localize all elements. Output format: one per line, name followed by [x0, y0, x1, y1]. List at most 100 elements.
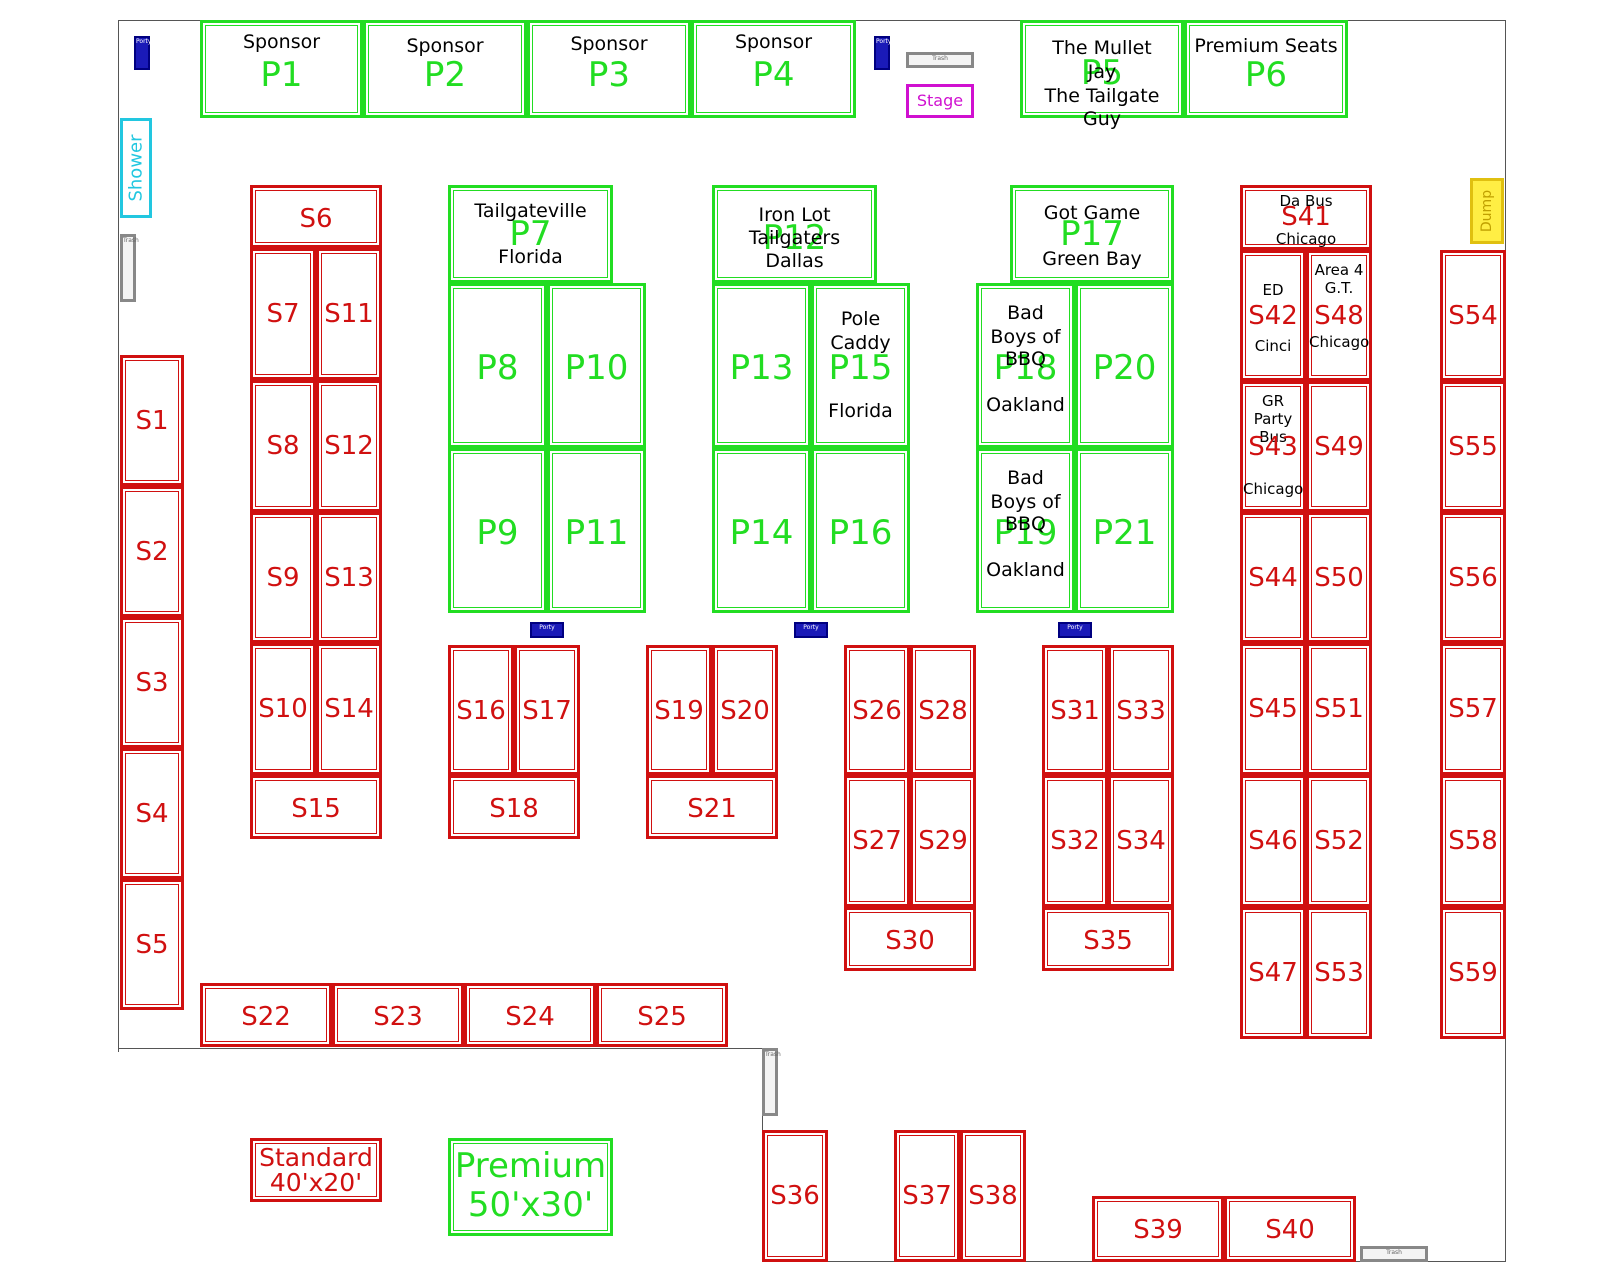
lot-S58[interactable]: S58 — [1440, 775, 1506, 907]
lot-S34[interactable]: S34 — [1108, 775, 1174, 907]
lot-P12[interactable]: P12 Iron Lot Tailgaters Dallas — [712, 185, 877, 283]
lot-S39[interactable]: S39 — [1092, 1196, 1224, 1262]
lot-S13[interactable]: S13 — [316, 512, 382, 643]
lot-S24[interactable]: S24 — [464, 983, 596, 1047]
lot-code: S10 — [258, 694, 308, 724]
lot-code: S7 — [266, 299, 300, 329]
lot-P17[interactable]: P17 Got Game Green Bay — [1010, 185, 1174, 283]
lot-P1[interactable]: Sponsor P1 — [200, 20, 363, 118]
lot-P6[interactable]: Premium Seats P6 — [1184, 20, 1348, 118]
lot-S10[interactable]: S10 — [250, 643, 316, 775]
lot-code: S45 — [1248, 694, 1298, 724]
lot-P21[interactable]: P21 — [1075, 448, 1174, 613]
lot-S52[interactable]: S52 — [1306, 775, 1372, 907]
lot-P7[interactable]: P7 Tailgateville Florida — [448, 185, 613, 283]
lot-code: P13 — [729, 348, 794, 388]
lot-P4[interactable]: Sponsor P4 — [691, 20, 856, 118]
lot-S21[interactable]: S21 — [646, 775, 778, 839]
lot-S12[interactable]: S12 — [316, 380, 382, 512]
lot-S48[interactable]: Area 4 G.T. S48 Chicago — [1306, 250, 1372, 381]
lot-code: S56 — [1448, 563, 1498, 593]
lot-S16[interactable]: S16 — [448, 645, 514, 775]
lot-S47[interactable]: S47 — [1240, 907, 1306, 1039]
lot-S45[interactable]: S45 — [1240, 643, 1306, 775]
lot-S54[interactable]: S54 — [1440, 250, 1506, 381]
lot-S23[interactable]: S23 — [332, 983, 464, 1047]
lot-S40[interactable]: S40 — [1224, 1196, 1356, 1262]
lot-S53[interactable]: S53 — [1306, 907, 1372, 1039]
lot-S9[interactable]: S9 — [250, 512, 316, 643]
lot-S57[interactable]: S57 — [1440, 643, 1506, 775]
lot-P19[interactable]: P19 Bad Boys of BBQ Oakland — [976, 448, 1075, 613]
lot-code: S14 — [324, 694, 374, 724]
lot-code: S58 — [1448, 826, 1498, 856]
lot-S5[interactable]: S5 — [120, 879, 184, 1010]
lot-code: S46 — [1248, 826, 1298, 856]
lot-S27[interactable]: S27 — [844, 775, 910, 907]
lot-S6[interactable]: S6 — [250, 185, 382, 248]
lot-S4[interactable]: S4 — [120, 748, 184, 879]
lot-S17[interactable]: S17 — [514, 645, 580, 775]
lot-S1[interactable]: S1 — [120, 355, 184, 486]
lot-S28[interactable]: S28 — [910, 645, 976, 775]
lot-P14[interactable]: P14 — [712, 448, 811, 613]
lot-code: S28 — [918, 696, 968, 726]
lot-P18[interactable]: P18 Bad Boys of BBQ Oakland — [976, 283, 1075, 448]
lot-code: P16 — [828, 513, 893, 553]
lot-S32[interactable]: S32 — [1042, 775, 1108, 907]
lot-label: Sponsor — [242, 31, 321, 53]
lot-S22[interactable]: S22 — [200, 983, 332, 1047]
lot-P11[interactable]: P11 — [547, 448, 646, 613]
lot-S14[interactable]: S14 — [316, 643, 382, 775]
lot-S36[interactable]: S36 — [762, 1130, 828, 1262]
lot-code: S15 — [291, 794, 341, 824]
lot-S49[interactable]: S49 — [1306, 381, 1372, 512]
lot-P3[interactable]: Sponsor P3 — [527, 20, 691, 118]
lot-S18[interactable]: S18 — [448, 775, 580, 839]
lot-code: P8 — [476, 348, 519, 388]
lot-label-1: Tailgateville — [474, 200, 587, 222]
lot-code: S27 — [852, 826, 902, 856]
lot-P16[interactable]: P16 — [811, 448, 910, 613]
lot-S19[interactable]: S19 — [646, 645, 712, 775]
lot-S11[interactable]: S11 — [316, 248, 382, 380]
lot-S51[interactable]: S51 — [1306, 643, 1372, 775]
lot-P2[interactable]: Sponsor P2 — [363, 20, 527, 118]
lot-P5[interactable]: P5 The Mullet Jay The Tailgate Guy — [1020, 20, 1184, 130]
lot-S43[interactable]: GR Party Bus S43 Chicago — [1240, 381, 1306, 512]
lot-S3[interactable]: S3 — [120, 617, 184, 748]
lot-P10[interactable]: P10 — [547, 283, 646, 448]
lot-S41[interactable]: Da Bus S41 Chicago — [1240, 185, 1372, 250]
lot-S26[interactable]: S26 — [844, 645, 910, 775]
lot-S8[interactable]: S8 — [250, 380, 316, 512]
lot-S25[interactable]: S25 — [596, 983, 728, 1047]
lot-S56[interactable]: S56 — [1440, 512, 1506, 643]
lot-S7[interactable]: S7 — [250, 248, 316, 380]
lot-S38[interactable]: S38 — [960, 1130, 1026, 1262]
lot-S59[interactable]: S59 — [1440, 907, 1506, 1039]
lot-label-3: The Tailgate Guy — [1044, 85, 1160, 130]
lot-S42[interactable]: ED S42 Cinci — [1240, 250, 1306, 381]
lot-code: S5 — [135, 930, 169, 960]
lot-label-1: Area 4 — [1314, 261, 1364, 279]
lot-S46[interactable]: S46 — [1240, 775, 1306, 907]
lot-S50[interactable]: S50 — [1306, 512, 1372, 643]
lot-S30[interactable]: S30 — [844, 907, 976, 971]
lot-code: P4 — [752, 55, 795, 95]
lot-S55[interactable]: S55 — [1440, 381, 1506, 512]
lot-S44[interactable]: S44 — [1240, 512, 1306, 643]
lot-P15[interactable]: Pole Caddy P15 Florida — [811, 283, 910, 448]
lot-S15[interactable]: S15 — [250, 775, 382, 839]
lot-S31[interactable]: S31 — [1042, 645, 1108, 775]
lot-P8[interactable]: P8 — [448, 283, 547, 448]
lot-S33[interactable]: S33 — [1108, 645, 1174, 775]
lot-S29[interactable]: S29 — [910, 775, 976, 907]
lot-S35[interactable]: S35 — [1042, 907, 1174, 971]
lot-code: S8 — [266, 431, 300, 461]
lot-P9[interactable]: P9 — [448, 448, 547, 613]
lot-S37[interactable]: S37 — [894, 1130, 960, 1262]
lot-S2[interactable]: S2 — [120, 486, 184, 617]
lot-P13[interactable]: P13 — [712, 283, 811, 448]
lot-P20[interactable]: P20 — [1075, 283, 1174, 448]
lot-S20[interactable]: S20 — [712, 645, 778, 775]
